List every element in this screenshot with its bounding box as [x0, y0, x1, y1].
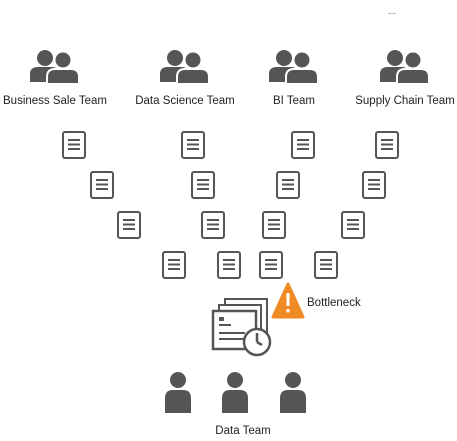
document-icon [375, 131, 399, 159]
document-icon [276, 171, 300, 199]
team-label: Data Science Team [135, 95, 235, 107]
data-team-label: Data Team [215, 425, 270, 437]
team-label: Supply Chain Team [355, 95, 455, 107]
document-icon [362, 171, 386, 199]
document-icon [291, 131, 315, 159]
people-icon [159, 49, 210, 85]
document-icon [217, 251, 241, 279]
document-icon [341, 211, 365, 239]
requests [62, 131, 399, 279]
bottleneck-alert: Bottleneck [271, 282, 361, 319]
document-icon [117, 211, 141, 239]
team-label: BI Team [273, 95, 315, 107]
team-data-science: Data Science Team [135, 49, 235, 107]
data-team: Data Team [165, 372, 306, 437]
person-icon [222, 372, 248, 413]
document-icon [259, 251, 283, 279]
document-icon [181, 131, 205, 159]
team-supply-chain: Supply Chain Team [355, 49, 455, 107]
document-icon [314, 251, 338, 279]
warning-icon [271, 282, 305, 319]
document-icon [262, 211, 286, 239]
top-right-ellipsis: ... [388, 6, 396, 17]
team-bi: BI Team [268, 49, 319, 107]
document-icon [191, 171, 215, 199]
people-icon [29, 49, 80, 85]
people-icon [379, 49, 430, 85]
person-icon [165, 372, 191, 413]
document-icon [162, 251, 186, 279]
document-icon [90, 171, 114, 199]
bottleneck-label: Bottleneck [307, 297, 361, 309]
person-icon [280, 372, 306, 413]
team-label: Business Sale Team [3, 95, 107, 107]
document-icon [201, 211, 225, 239]
document-icon [62, 131, 86, 159]
team-business-sale: Business Sale Team [3, 49, 107, 107]
people-icon [268, 49, 319, 85]
inbox-pending-icon [211, 298, 272, 357]
